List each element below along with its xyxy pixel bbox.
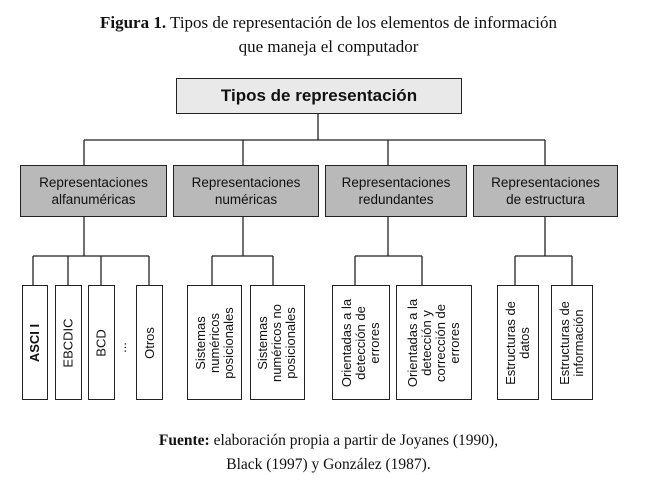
leaf-bcd: BCD: [88, 285, 115, 400]
category-alfanumericas: Representaciones alfanuméricas: [20, 165, 167, 217]
leaf-2-1-line-3: posicionales: [220, 306, 236, 379]
ellipsis-text: ...: [113, 342, 129, 353]
leaf-1-4-line-1: Otros: [141, 326, 157, 359]
category-3-line-1: Representaciones: [341, 175, 451, 190]
category-1-line-1: Representaciones: [39, 175, 148, 190]
leaf-1-1-line-1: ASCI I: [27, 323, 43, 362]
root-label: Tipos de representación: [220, 86, 418, 105]
leaf-2-2-line-3: posicionales: [283, 306, 299, 379]
leaf-4-2-line-2: información: [571, 308, 587, 377]
category-2-line-1: Representaciones: [191, 175, 301, 190]
leaf-otros: Otros: [136, 285, 163, 400]
leaf-2-1-line-2: numéricos: [206, 312, 222, 373]
leaf-4-1-line-1: Estructuras de: [503, 300, 519, 385]
caption-title-1: Tipos de representación de los elementos…: [170, 13, 558, 32]
category-2-line-2: numéricas: [214, 192, 278, 207]
category-redundantes: Representaciones redundantes: [325, 165, 467, 217]
leaf-ebcdic: EBCDIC: [55, 285, 82, 400]
leaf-4-1-line-2: datos: [517, 326, 533, 359]
leaf-3-1-line-2: detección de: [353, 305, 369, 380]
caption-line-1: Figura 1. Tipos de representación de los…: [0, 11, 657, 35]
category-4-line-1: Representaciones: [491, 175, 600, 190]
leaf-3-1-line-3: errores: [367, 321, 383, 364]
leaf-1-2-line-1: EBCDIC: [60, 317, 76, 368]
category-numericas: Representaciones numéricas: [173, 165, 319, 217]
caption-title-2: que maneja el computador: [238, 37, 419, 56]
category-3-line-2: redundantes: [358, 192, 434, 207]
leaf-1-3-line-1: BCD: [93, 328, 109, 357]
leaf-3-2-line-4: errores: [447, 321, 463, 364]
source-label: Fuente:: [158, 432, 210, 449]
figure-caption: Figura 1. Tipos de representación de los…: [0, 11, 657, 59]
leaf-3-2-line-3: corrección de: [433, 303, 449, 382]
source-text-2: Black (1997) y González (1987).: [226, 456, 431, 473]
source-text-1: elaboración propia a partir de Joyanes (…: [213, 432, 499, 449]
root-node: Tipos de representación: [176, 78, 462, 114]
source-line-1: Fuente: elaboración propia a partir de J…: [0, 429, 657, 453]
leaf-3-2-line-2: detección y: [419, 309, 435, 376]
source-note: Fuente: elaboración propia a partir de J…: [0, 429, 657, 477]
leaf-4-2-line-1: Estructuras de: [557, 300, 573, 385]
leaf-3-2-line-1: Orientadas a la: [405, 298, 421, 387]
figure-label: Figura 1.: [99, 13, 167, 32]
leaf-ascii: ASCI I: [22, 285, 48, 400]
leaf-2-1-line-1: Sistemas: [192, 315, 208, 370]
leaf-3-1-line-1: Orientadas a la: [339, 298, 355, 387]
category-1-line-2: alfanuméricas: [51, 192, 136, 207]
category-4-line-2: de estructura: [506, 192, 585, 207]
category-estructura: Representaciones de estructura: [473, 165, 618, 217]
